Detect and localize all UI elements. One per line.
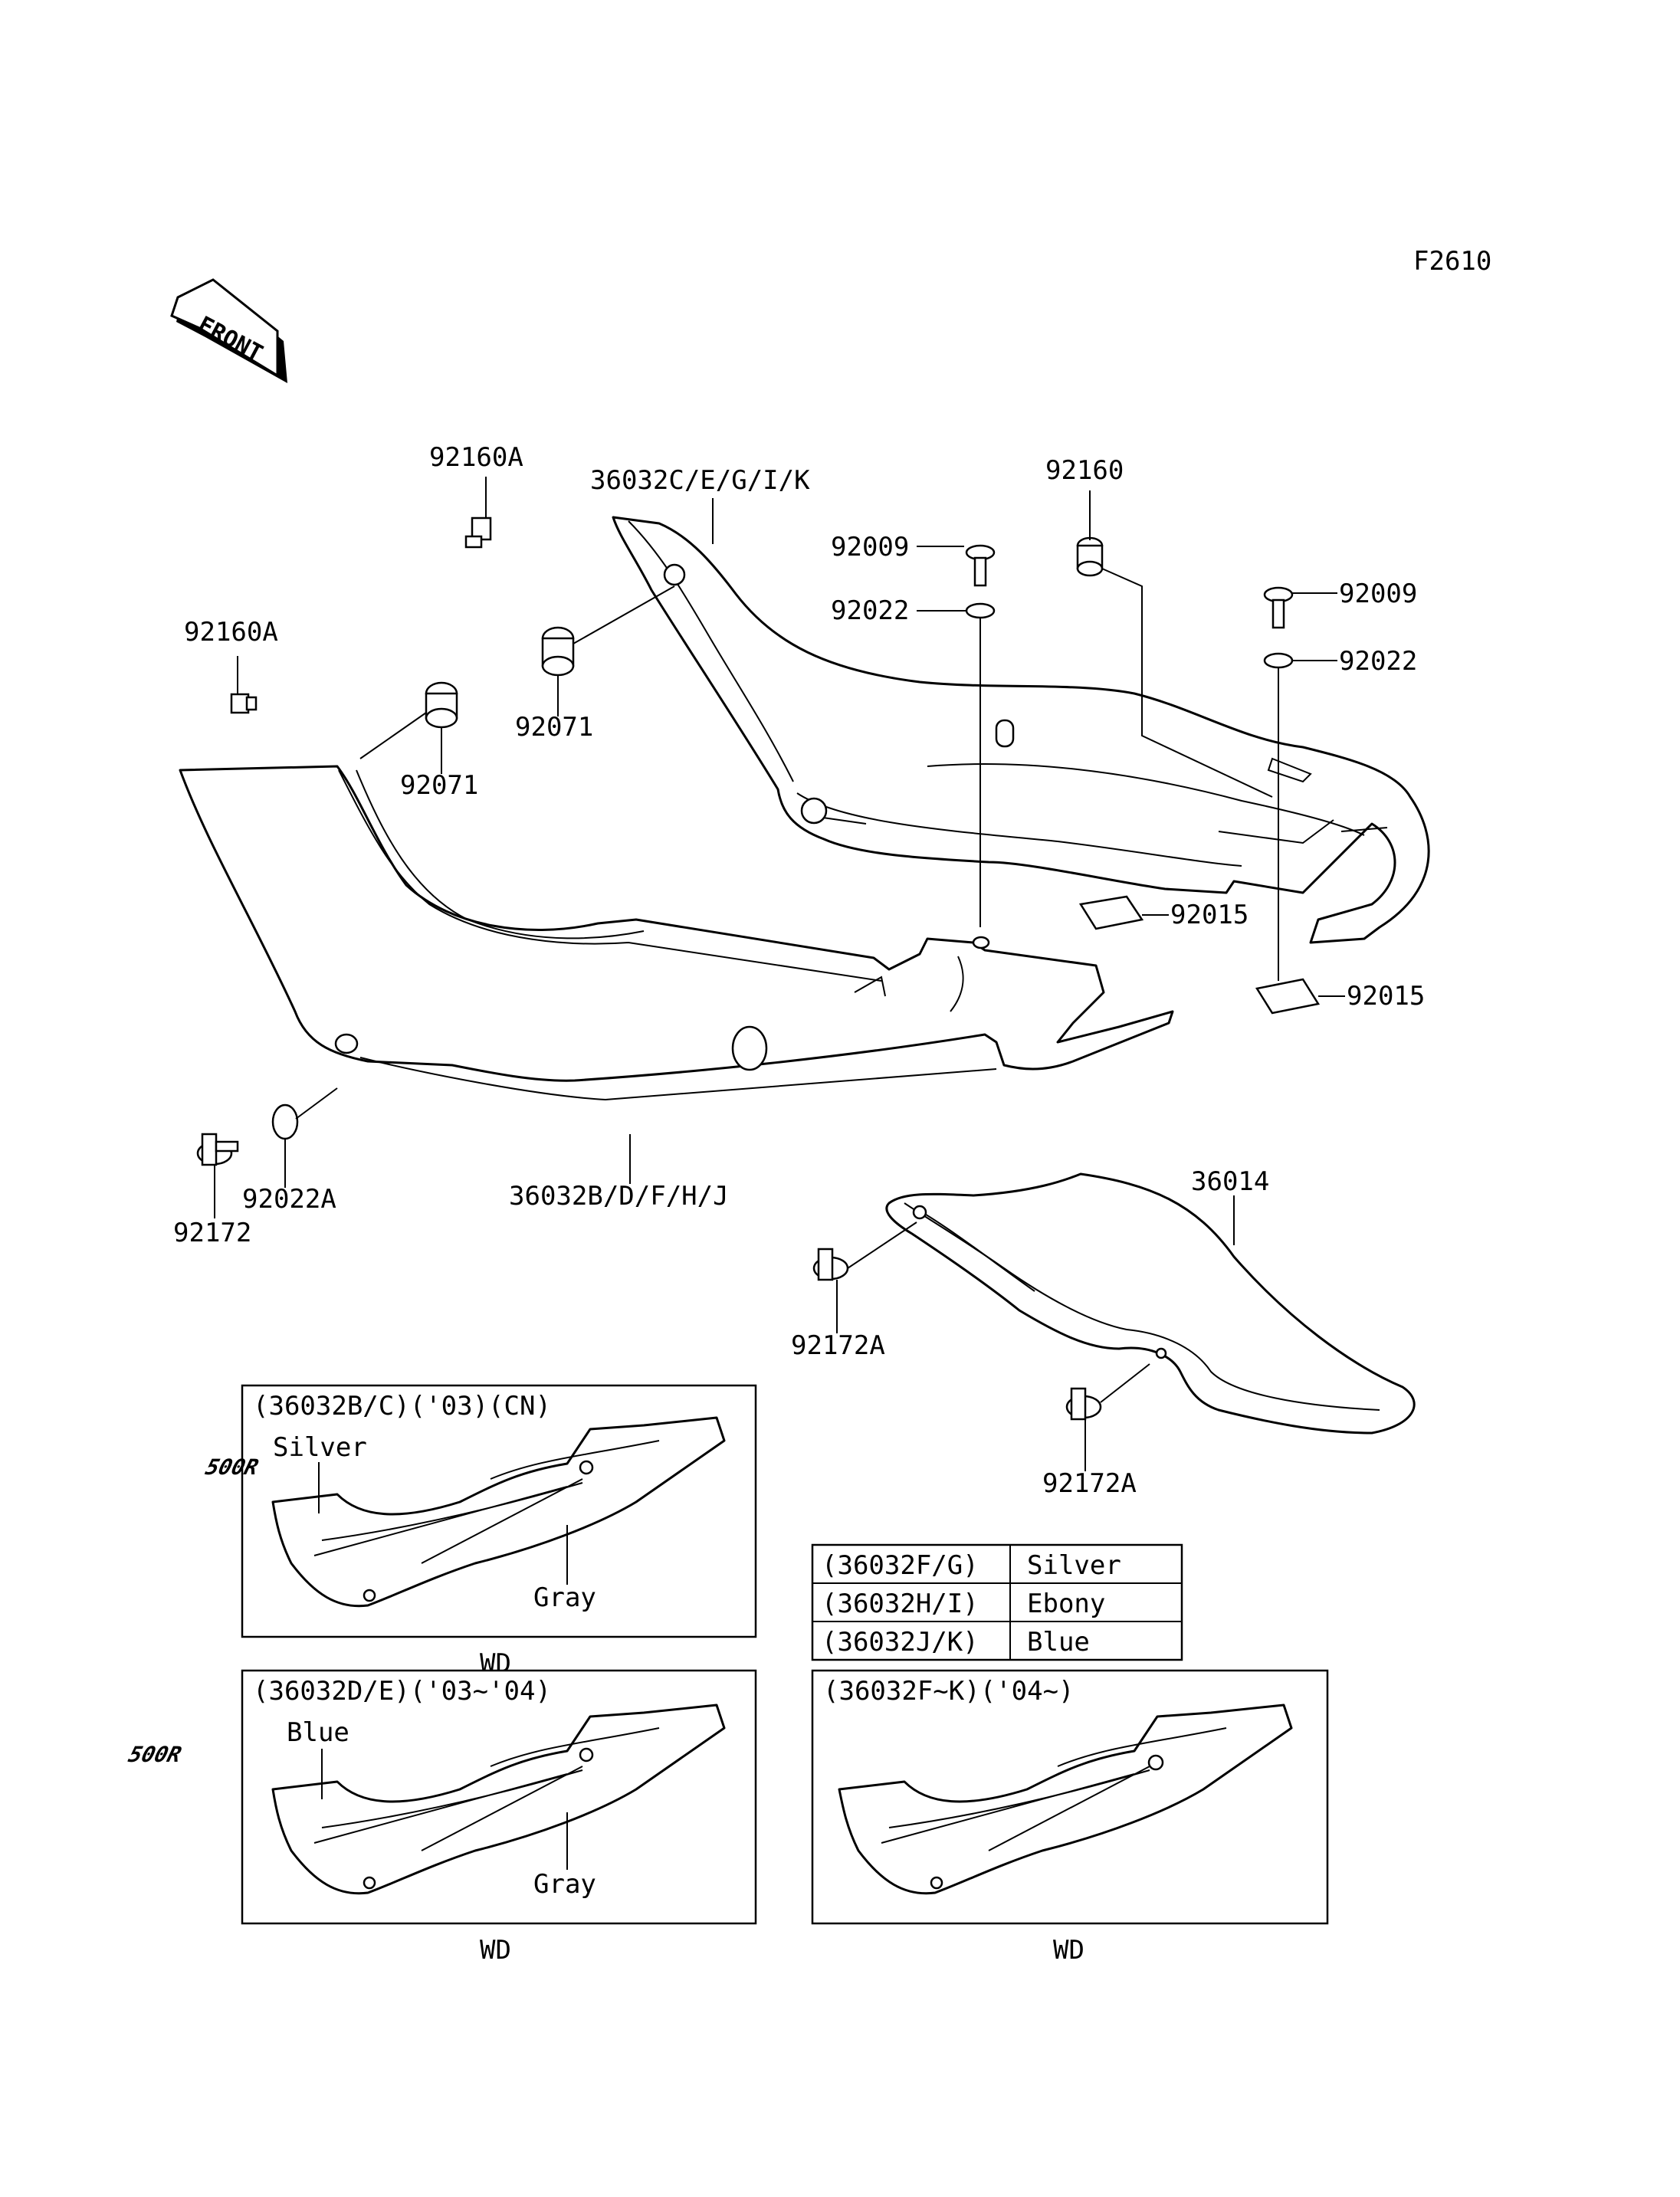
screw-92009-center-icon xyxy=(965,544,996,587)
front-arrow-icon: FRONT xyxy=(170,278,287,383)
callout-92160A-top: 92160A xyxy=(429,442,523,473)
color-table-code: (36032J/K) xyxy=(822,1627,979,1658)
variant-box-header: (36032F~K)('04~) xyxy=(823,1676,1075,1707)
washer-92022A-icon xyxy=(271,1103,299,1140)
callout-36032C: 36032C/E/G/I/K xyxy=(590,465,810,496)
tail-cover xyxy=(885,1172,1416,1435)
callout-92172: 92172 xyxy=(173,1218,251,1248)
color-table-code: (36032F/G) xyxy=(822,1550,979,1581)
washer-92022-center-icon xyxy=(965,602,996,619)
callout-36014: 36014 xyxy=(1191,1166,1269,1197)
variant-color-top: Blue xyxy=(287,1717,349,1748)
washer-92022-right-icon xyxy=(1263,652,1294,669)
callout-92071-center: 92071 xyxy=(515,712,593,743)
color-table-color: Blue xyxy=(1027,1627,1090,1658)
color-table-color: Ebony xyxy=(1027,1589,1105,1619)
grommet-92071-center-icon xyxy=(541,626,575,677)
variant-box-36032BC: (36032B/C)('03)(CN) Silver Gray 500R WD xyxy=(203,1384,757,1679)
color-table: (36032F/G) Silver (36032H/I) Ebony (3603… xyxy=(811,1543,1183,1661)
grommet-92071-left-icon xyxy=(425,681,458,729)
callout-92015-upper: 92015 xyxy=(1170,900,1249,930)
variant-box-header: (36032D/E)('03~'04) xyxy=(253,1676,551,1707)
clip-nut-92015-lower-icon xyxy=(1255,978,1321,1015)
side-cover-right xyxy=(612,516,1430,944)
callout-92015-lower: 92015 xyxy=(1347,981,1425,1012)
callout-92022-center: 92022 xyxy=(831,595,909,626)
clip-nut-92015-upper-icon xyxy=(1078,895,1144,930)
callout-92022-right: 92022 xyxy=(1339,646,1417,677)
variant-footer: WD xyxy=(480,1935,511,1966)
figure-code: F2610 xyxy=(1413,246,1491,277)
callout-92172A-left: 92172A xyxy=(791,1330,885,1361)
color-table-color: Silver xyxy=(1027,1550,1121,1581)
callout-92071-left: 92071 xyxy=(400,770,478,801)
color-table-code: (36032H/I) xyxy=(822,1589,979,1619)
variant-box-36032DE: (36032D/E)('03~'04) Blue Gray 500R WD xyxy=(126,1669,757,1966)
bolt-92172A-left-icon xyxy=(812,1248,849,1281)
variant-color-bottom: Gray xyxy=(533,1869,596,1900)
callout-36032B: 36032B/D/F/H/J xyxy=(509,1181,729,1212)
leader-lines xyxy=(214,477,1345,1471)
callout-92009-center: 92009 xyxy=(831,532,909,562)
callout-92160A-left: 92160A xyxy=(184,617,278,648)
bolt-92172A-right-icon xyxy=(1065,1387,1102,1421)
side-cover-left xyxy=(179,765,1174,1101)
bolt-92172-icon xyxy=(196,1133,239,1166)
damper-92160A-left-icon xyxy=(230,693,258,714)
variant-footer: WD xyxy=(1053,1935,1084,1966)
callout-92172A-right: 92172A xyxy=(1042,1468,1137,1499)
callout-92009-right: 92009 xyxy=(1339,579,1417,609)
logo-500R: 500R xyxy=(203,1454,261,1479)
callout-92022A: 92022A xyxy=(242,1184,336,1215)
screw-92009-right-icon xyxy=(1263,586,1294,629)
variant-color-top: Silver xyxy=(273,1432,367,1463)
variant-box-header: (36032B/C)('03)(CN) xyxy=(253,1391,551,1421)
damper-92160A-top-icon xyxy=(464,516,492,549)
logo-500R: 500R xyxy=(126,1742,184,1766)
variant-box-36032FK: (36032F~K)('04~) WD xyxy=(811,1669,1329,1966)
callout-92160: 92160 xyxy=(1045,455,1124,486)
variant-color-bottom: Gray xyxy=(533,1582,596,1613)
damper-92160-icon xyxy=(1076,536,1104,577)
